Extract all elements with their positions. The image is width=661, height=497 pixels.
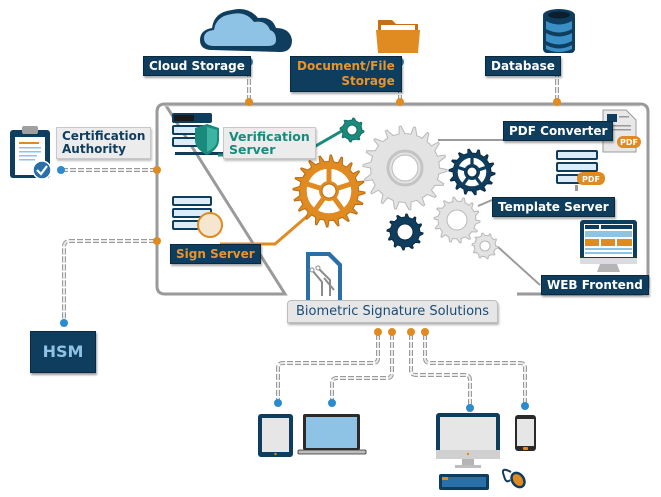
small-navy-gear-hole bbox=[396, 223, 414, 241]
folder-icon bbox=[376, 20, 420, 53]
template-server-label: Template Server bbox=[492, 197, 615, 217]
navy-gear-hole bbox=[466, 166, 478, 178]
keyboard-icon bbox=[439, 474, 489, 490]
verification-label-line1: Verification bbox=[229, 129, 310, 144]
pdf-converter-label: PDF Converter bbox=[503, 121, 614, 141]
smartphone-icon bbox=[515, 415, 536, 451]
server-pdf-icon: PDF bbox=[556, 150, 605, 191]
cloud-icon bbox=[200, 9, 292, 52]
orange-gear-hole bbox=[321, 183, 337, 199]
svg-text:PDF: PDF bbox=[582, 175, 600, 184]
monitor-web-icon bbox=[580, 220, 637, 272]
clipboard-check-icon bbox=[10, 126, 52, 180]
web-link bbox=[497, 246, 541, 286]
document-storage-label: Document/File Storage bbox=[290, 56, 402, 92]
ca-label-line1: Certification bbox=[62, 129, 146, 143]
cloud-storage-label: Cloud Storage bbox=[143, 56, 251, 76]
svg-text:PDF: PDF bbox=[620, 138, 638, 147]
hsm-box: HSM bbox=[30, 331, 96, 373]
template-link bbox=[477, 199, 493, 207]
verification-server-label: Verification Server bbox=[223, 127, 316, 159]
mouse-icon bbox=[501, 468, 526, 489]
medium-gray-gear-hole bbox=[446, 209, 468, 231]
verification-label-line2: Server bbox=[229, 142, 276, 157]
document-storage-label-line2: Storage bbox=[341, 74, 395, 88]
tablet-icon bbox=[258, 414, 293, 457]
medium-gray-gear-icon bbox=[433, 196, 481, 244]
teal-gear-hole bbox=[346, 124, 358, 136]
database-icon bbox=[543, 9, 575, 53]
database-label: Database bbox=[485, 56, 561, 76]
connector-phone bbox=[423, 334, 527, 404]
connector-desktop bbox=[409, 334, 472, 406]
small-gray-gear-icon bbox=[471, 232, 499, 260]
small-navy-gear-icon bbox=[386, 213, 424, 251]
teal-gear-icon bbox=[339, 117, 365, 143]
certification-authority-label: Certification Authority bbox=[56, 127, 152, 159]
server-seal-icon bbox=[172, 196, 223, 238]
navy-gear-icon bbox=[448, 148, 496, 196]
connector-tablet bbox=[276, 334, 380, 401]
sign-server-label: Sign Server bbox=[170, 244, 261, 264]
gears-group bbox=[292, 117, 499, 260]
biometric-signature-solutions-title: Biometric Signature Solutions bbox=[287, 300, 499, 323]
desktop-icon bbox=[436, 413, 500, 468]
sign-link bbox=[220, 210, 313, 246]
small-gray-gear-hole bbox=[479, 240, 491, 252]
web-frontend-label: WEB Frontend bbox=[541, 275, 649, 295]
large-gray-gear-icon bbox=[362, 125, 448, 211]
biometric-document-icon bbox=[306, 252, 342, 304]
connector-laptop bbox=[330, 334, 394, 401]
connector-hsm bbox=[62, 239, 155, 322]
large-gray-gear-ring bbox=[386, 149, 424, 187]
large-gray-gear-hole bbox=[391, 154, 419, 182]
ca-label-line2: Authority bbox=[62, 142, 126, 156]
document-storage-label-line1: Document/File bbox=[297, 59, 395, 73]
orange-gear-icon bbox=[292, 154, 366, 228]
pdf-document-icon: PDF bbox=[602, 109, 641, 153]
server-shield-icon bbox=[172, 113, 230, 155]
laptop-icon bbox=[297, 414, 367, 455]
